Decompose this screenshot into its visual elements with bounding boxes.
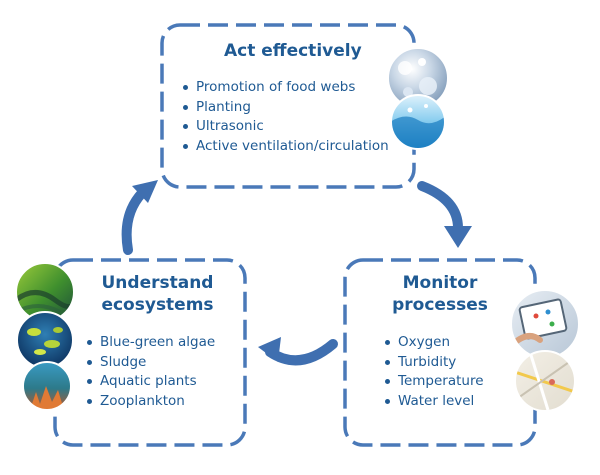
arrow-right-to-left xyxy=(258,337,333,362)
list-item: Turbidity xyxy=(398,353,525,373)
title-line: processes xyxy=(392,295,488,315)
arrow-left-to-top xyxy=(127,180,158,250)
monitor-processes-list: Oxygen Turbidity Temperature Water level xyxy=(355,333,525,411)
list-item: Oxygen xyxy=(398,333,525,353)
list-item: Ultrasonic xyxy=(196,117,420,137)
monitor-processes-card: Monitor processes Oxygen Turbidity Tempe… xyxy=(355,272,525,411)
list-item: Promotion of food webs xyxy=(196,78,420,98)
coral-reef-photo xyxy=(23,362,71,410)
arrow-top-to-right xyxy=(422,186,472,248)
act-effectively-list: Promotion of food webs Planting Ultrason… xyxy=(180,78,420,156)
list-item: Sludge xyxy=(100,353,245,373)
monitor-processes-title: Monitor processes xyxy=(355,272,525,316)
title-line: ecosystems xyxy=(101,295,213,315)
understand-ecosystems-title: Understand ecosystems xyxy=(70,272,245,316)
title-line: Monitor xyxy=(403,273,478,293)
act-effectively-card: Act effectively Promotion of food webs P… xyxy=(180,40,420,156)
list-item: Zooplankton xyxy=(100,392,245,412)
list-item: Temperature xyxy=(398,372,525,392)
title-line: Understand xyxy=(102,273,214,293)
list-item: Water level xyxy=(398,392,525,412)
understand-ecosystems-list: Blue-green algae Sludge Aquatic plants Z… xyxy=(70,333,245,411)
list-item: Active ventilation/circulation xyxy=(196,137,420,157)
list-item: Planting xyxy=(196,98,420,118)
list-item: Blue-green algae xyxy=(100,333,245,353)
act-effectively-title: Act effectively xyxy=(180,40,420,62)
aquatic-plants-photo xyxy=(17,312,73,368)
understand-ecosystems-card: Understand ecosystems Blue-green algae S… xyxy=(70,272,245,411)
list-item: Aquatic plants xyxy=(100,372,245,392)
